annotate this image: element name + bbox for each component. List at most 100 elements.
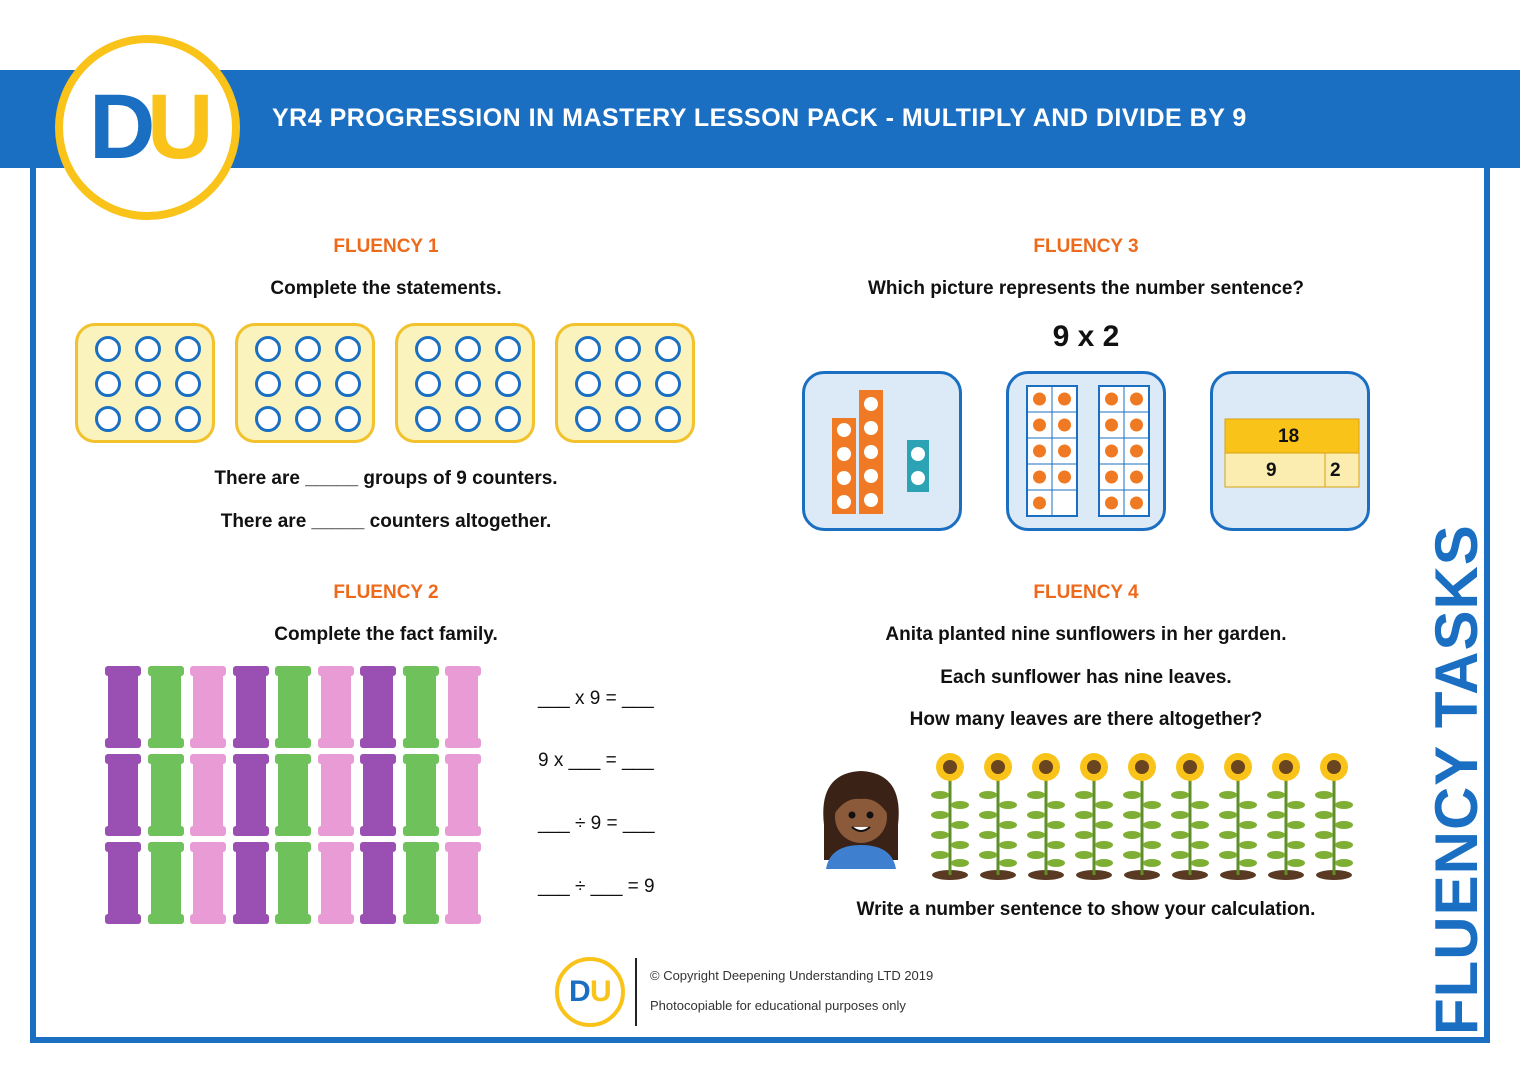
counter xyxy=(455,336,481,362)
counter-tray xyxy=(75,323,215,443)
fact-family-eq3[interactable]: ___ ÷ 9 = ___ xyxy=(538,813,655,834)
counter-tray xyxy=(235,323,375,443)
counter xyxy=(135,371,161,397)
footer-note: Photocopiable for educational purposes o… xyxy=(650,998,906,1013)
footer-divider xyxy=(635,958,637,1026)
sweet xyxy=(147,754,184,836)
sweet xyxy=(275,842,311,924)
counter xyxy=(615,371,641,397)
logo-letter-d: D xyxy=(89,76,156,178)
fluency3-heading: FLUENCY 3 xyxy=(1033,236,1139,257)
sweet xyxy=(360,666,396,748)
counter-tray xyxy=(395,323,535,443)
page-frame xyxy=(30,160,1490,1043)
counter xyxy=(655,336,681,362)
fluency4-line1: Anita planted nine sunflowers in her gar… xyxy=(885,624,1287,645)
counter xyxy=(295,371,321,397)
sweet xyxy=(402,754,439,836)
sweet xyxy=(275,666,311,748)
footer-logo-u: U xyxy=(590,975,612,1008)
counter xyxy=(135,336,161,362)
sunflower-icon xyxy=(1170,753,1210,881)
counter xyxy=(575,336,601,362)
option-bar-model-picture[interactable] xyxy=(1210,371,1370,531)
counter xyxy=(655,406,681,432)
counter xyxy=(175,406,201,432)
girl-avatar-icon xyxy=(823,771,899,869)
fluency4-line4: Write a number sentence to show your cal… xyxy=(856,899,1316,920)
fluency1-statement-groups: There are _____ groups of 9 counters. xyxy=(214,468,558,489)
counter xyxy=(95,371,121,397)
sweet xyxy=(105,666,141,748)
sunflower-icon xyxy=(1314,753,1354,881)
sweet xyxy=(360,842,396,924)
sweet xyxy=(147,666,184,748)
fact-family-eq4[interactable]: ___ ÷ ___ = 9 xyxy=(538,876,655,897)
fluency2-heading: FLUENCY 2 xyxy=(333,582,439,603)
sweet xyxy=(190,754,226,836)
footer-copyright: © Copyright Deepening Understanding LTD … xyxy=(650,968,934,983)
sunflower-icon xyxy=(1122,753,1162,881)
counter xyxy=(415,371,441,397)
option-cubes-picture[interactable] xyxy=(802,371,962,531)
bar-model-icon xyxy=(1224,418,1360,488)
sunflower-icon xyxy=(1026,753,1066,881)
number-sentence: 9 x 2 xyxy=(1052,320,1120,353)
counter xyxy=(655,371,681,397)
option-tens-frames-picture[interactable] xyxy=(1006,371,1166,531)
fluency1-heading: FLUENCY 1 xyxy=(333,236,439,257)
counter xyxy=(415,406,441,432)
counter xyxy=(615,406,641,432)
sweet xyxy=(105,754,141,836)
du-logo: D U xyxy=(55,35,240,220)
logo-letter-u: U xyxy=(147,76,214,178)
counter xyxy=(175,371,201,397)
counter xyxy=(295,406,321,432)
fact-family-eq2[interactable]: 9 x ___ = ___ xyxy=(538,750,654,771)
sweet xyxy=(360,754,396,836)
counter xyxy=(495,371,521,397)
counter xyxy=(495,406,521,432)
sweet xyxy=(190,842,226,924)
counter xyxy=(335,406,361,432)
counter xyxy=(495,336,521,362)
counter-tray xyxy=(555,323,695,443)
header-banner xyxy=(0,70,1520,168)
footer-logo: D U xyxy=(555,957,625,1027)
counter xyxy=(455,371,481,397)
sweet xyxy=(105,842,141,924)
counter xyxy=(175,336,201,362)
page-title: YR4 PROGRESSION IN MASTERY LESSON PACK -… xyxy=(272,104,1247,132)
sweet xyxy=(190,666,226,748)
counter xyxy=(615,336,641,362)
sunflower-icon xyxy=(930,753,970,881)
sweet xyxy=(445,666,481,748)
counter xyxy=(415,336,441,362)
counter xyxy=(255,371,281,397)
sweet xyxy=(232,842,269,924)
sunflower-icon xyxy=(1218,753,1258,881)
counter xyxy=(95,336,121,362)
counter xyxy=(95,406,121,432)
counter xyxy=(455,406,481,432)
sweet xyxy=(402,842,439,924)
fluency2-instruction: Complete the fact family. xyxy=(274,624,498,645)
fluency4-heading: FLUENCY 4 xyxy=(1033,582,1139,603)
sweet xyxy=(402,666,439,748)
counter xyxy=(295,336,321,362)
fluency-tasks-title: FLUENCY TASKS xyxy=(1423,524,1490,1035)
sweet xyxy=(147,842,184,924)
sweet xyxy=(445,842,481,924)
fact-family-eq1[interactable]: ___ x 9 = ___ xyxy=(538,688,654,709)
sunflower-icon xyxy=(1266,753,1306,881)
counter xyxy=(575,406,601,432)
sweet xyxy=(232,666,269,748)
fluency1-instruction: Complete the statements. xyxy=(270,278,502,299)
sunflower-icon xyxy=(978,753,1018,881)
fluency4-line3: How many leaves are there altogether? xyxy=(909,709,1263,730)
bar-total-label: 18 xyxy=(1278,426,1300,447)
sweet xyxy=(275,754,311,836)
counter xyxy=(255,336,281,362)
bar-part1-label: 9 xyxy=(1266,460,1277,481)
bar-part2-label: 2 xyxy=(1330,460,1341,481)
